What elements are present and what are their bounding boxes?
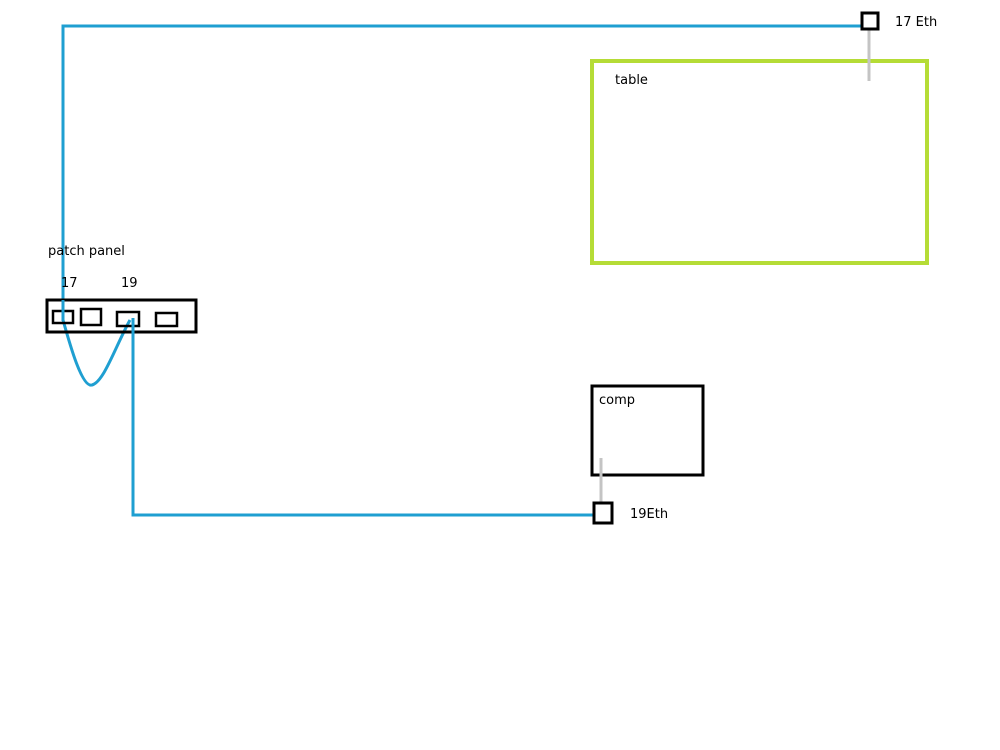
patch-cord-loop <box>61 319 132 387</box>
wall-jack-19-label: 19Eth <box>630 507 668 522</box>
table-label: table <box>615 73 648 88</box>
port-19-label: 19 <box>121 276 138 291</box>
comp-label: comp <box>599 393 635 408</box>
cable-17 <box>61 24 866 319</box>
computer-box <box>590 384 705 477</box>
wall-jack-19 <box>592 501 614 525</box>
cable-19 <box>131 319 596 517</box>
patch-port-4 <box>154 311 179 328</box>
table-outline <box>590 59 929 265</box>
port-17-label: 17 <box>61 276 78 291</box>
patch-panel-label: patch panel <box>48 244 125 259</box>
patch-panel <box>45 298 198 334</box>
wall-jack-17 <box>860 11 880 31</box>
patch-port-19 <box>115 310 141 328</box>
patch-port-2 <box>79 307 103 327</box>
wall-jack-17-label: 17 Eth <box>895 15 937 30</box>
